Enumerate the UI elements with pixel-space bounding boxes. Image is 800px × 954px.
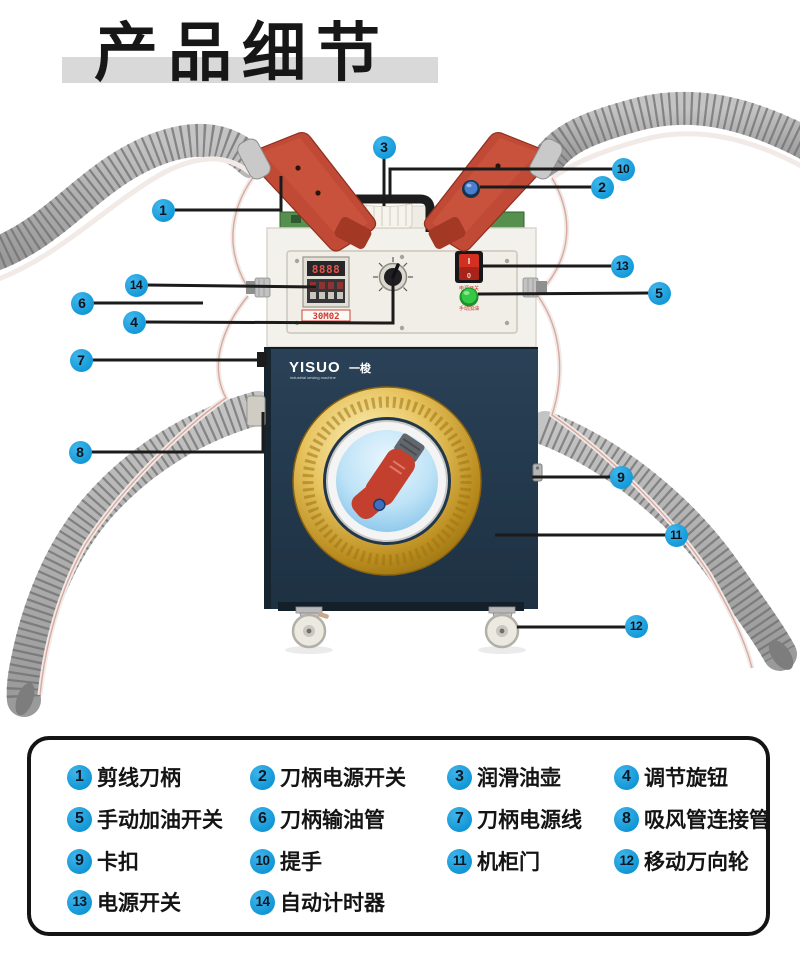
adjust-knob [373,257,413,297]
callout-13: 13 [610,254,634,278]
callout-lines [91,147,666,629]
machine-illustration: 8888 30M02 [0,91,800,717]
legend-label-5: 手动加油开关 [97,809,223,832]
legend-num-14: 14 [250,889,275,915]
timer-tag: 30M02 [312,312,339,322]
legend-num-12: 12 [614,848,639,874]
legend-num-7: 7 [447,806,472,832]
legend-label-9: 卡扣 [97,851,139,874]
legend-num-2: 2 [250,764,275,790]
suction-hose-top-left [0,123,269,282]
legend-num-5: 5 [67,806,92,832]
suction-hose-bottom-right [528,411,797,671]
logo-subtext: industrial sewing machine [290,375,337,380]
callout-2: 2 [590,175,614,199]
legend-num-13: 13 [67,889,92,915]
suction-hose-bottom-left [6,391,275,717]
oil-tube-bottom-left [37,294,250,696]
trimmer-handle-right [423,131,563,252]
handle-power-button [462,180,480,198]
logo-suffix: 一梭 [349,361,372,375]
hose-cuff-left [237,138,271,180]
legend-label-1: 剪线刀柄 [97,767,181,790]
legend-label-10: 提手 [280,851,322,874]
callout-12: 12 [624,614,648,638]
legend-label-14: 自动计时器 [280,892,385,915]
auto-timer: 8888 30M02 [301,256,351,322]
callout-5: 5 [647,281,671,305]
logo-text: YISUO [289,359,341,376]
legend-label-4: 调节旋钮 [644,767,728,790]
suction-hose-top-right [531,91,800,181]
callout-4: 4 [122,310,146,334]
machine-head: 8888 30M02 [246,194,547,348]
oil-tube-top-left [230,174,257,290]
legend-label-8: 吸风管连接管 [644,809,770,832]
callout-11: 11 [664,523,688,547]
legend-label-12: 移动万向轮 [644,851,749,874]
caster-wheel-right [478,606,526,654]
legend-num-10: 10 [250,848,275,874]
brand-logo: YISUO 一梭 industrial sewing machine [289,359,372,380]
legend-label-13: 电源开关 [97,892,181,915]
cabinet: YISUO 一梭 industrial sewing machine [246,347,543,611]
legend-label-7: 刀柄电源线 [477,809,582,832]
legend-num-6: 6 [250,806,275,832]
legend-label-6: 刀柄输油管 [280,809,385,832]
timer-display: 8888 [312,263,341,276]
manual-oil-button: 手动加油 [459,287,479,312]
callout-1: 1 [151,198,175,222]
gold-emblem [292,386,482,576]
switch-off-mark: 0 [467,273,471,280]
legend-num-1: 1 [67,764,92,790]
caster-wheel-left [285,606,333,654]
legend-num-9: 9 [67,848,92,874]
trimmer-handle-left [237,131,377,252]
emblem-trimmer-gun [351,433,425,519]
legend-num-11: 11 [447,848,472,874]
callout-9: 9 [609,465,633,489]
legend-num-8: 8 [614,806,639,832]
legend-num-4: 4 [614,764,639,790]
legend-label-11: 机柜门 [477,851,540,874]
callout-14: 14 [124,273,148,297]
oil-button-caption: 手动加油 [459,305,479,312]
legend-label-3: 润滑油壶 [477,767,561,790]
hose-inlet-fitting [246,395,266,427]
legend-label-2: 刀柄电源开关 [280,767,406,790]
callout-10: 10 [611,157,635,181]
title-underline-band [62,57,438,83]
switch-on-mark: I [468,257,470,266]
callout-3: 3 [372,135,396,159]
power-switch: I 0 电源开关 [455,251,483,292]
callout-8: 8 [68,440,92,464]
callout-7: 7 [69,348,93,372]
page-title: 产品细节 [94,17,390,89]
oil-tube-bottom-right [535,294,755,669]
oil-tube-top-right [540,176,570,292]
callout-6: 6 [70,291,94,315]
legend-num-3: 3 [447,764,472,790]
